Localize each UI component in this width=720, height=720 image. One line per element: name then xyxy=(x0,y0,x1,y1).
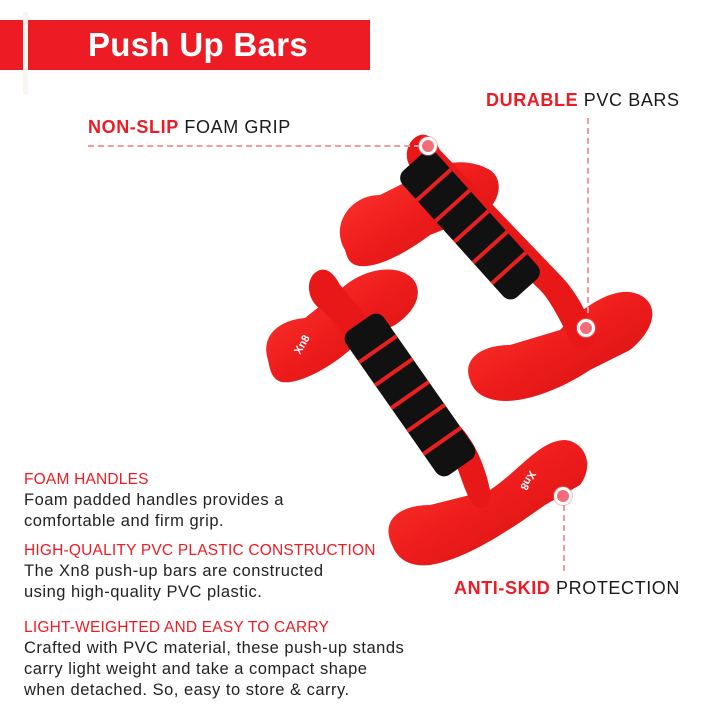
feature-line: using high-quality PVC plastic. xyxy=(24,583,263,601)
feature-lightweight: LIGHT-WEIGHTED AND EASY TO CARRY Crafted… xyxy=(24,618,404,701)
lower-foam-grip xyxy=(344,313,476,477)
title-accent-strip xyxy=(23,12,28,94)
upper-bar-bottom-base xyxy=(468,291,653,401)
anti-skid-callout: ANTI-SKID PROTECTION xyxy=(454,578,680,599)
anti-skid-marker-dot xyxy=(554,487,572,505)
anti-skid-highlight: ANTI-SKID xyxy=(454,578,551,598)
feature-line: carry light weight and take a compact sh… xyxy=(24,660,368,678)
non-slip-rest: FOAM GRIP xyxy=(178,117,291,137)
feature-heading: FOAM HANDLES xyxy=(24,471,149,488)
non-slip-highlight: NON-SLIP xyxy=(88,117,179,137)
durable-highlight: DURABLE xyxy=(486,90,579,110)
feature-line: The Xn8 push-up bars are constructed xyxy=(24,562,324,580)
feature-heading: LIGHT-WEIGHTED AND EASY TO CARRY xyxy=(24,619,329,636)
durable-rest: PVC BARS xyxy=(578,90,680,110)
durable-marker-dot xyxy=(577,319,595,337)
feature-pvc-construction: HIGH-QUALITY PVC PLASTIC CONSTRUCTION Th… xyxy=(24,541,376,603)
feature-line: Foam padded handles provides a xyxy=(24,491,284,509)
non-slip-leader-line xyxy=(88,145,420,147)
upper-foam-grip xyxy=(400,150,540,300)
feature-line: Crafted with PVC material, these push-up… xyxy=(24,639,405,657)
page-title: Push Up Bars xyxy=(88,26,308,63)
feature-line: when detached. So, easy to store & carry… xyxy=(24,681,350,699)
durable-callout: DURABLE PVC BARS xyxy=(486,90,680,111)
anti-skid-leader-line xyxy=(563,505,565,571)
feature-foam-handles: FOAM HANDLES Foam padded handles provide… xyxy=(24,470,284,532)
non-slip-callout: NON-SLIP FOAM GRIP xyxy=(88,117,291,138)
title-banner xyxy=(0,20,370,70)
durable-leader-line xyxy=(587,118,589,313)
feature-line: comfortable and firm grip. xyxy=(24,512,225,530)
feature-heading: HIGH-QUALITY PVC PLASTIC CONSTRUCTION xyxy=(24,542,376,559)
non-slip-marker-dot xyxy=(419,137,437,155)
anti-skid-rest: PROTECTION xyxy=(550,578,681,598)
